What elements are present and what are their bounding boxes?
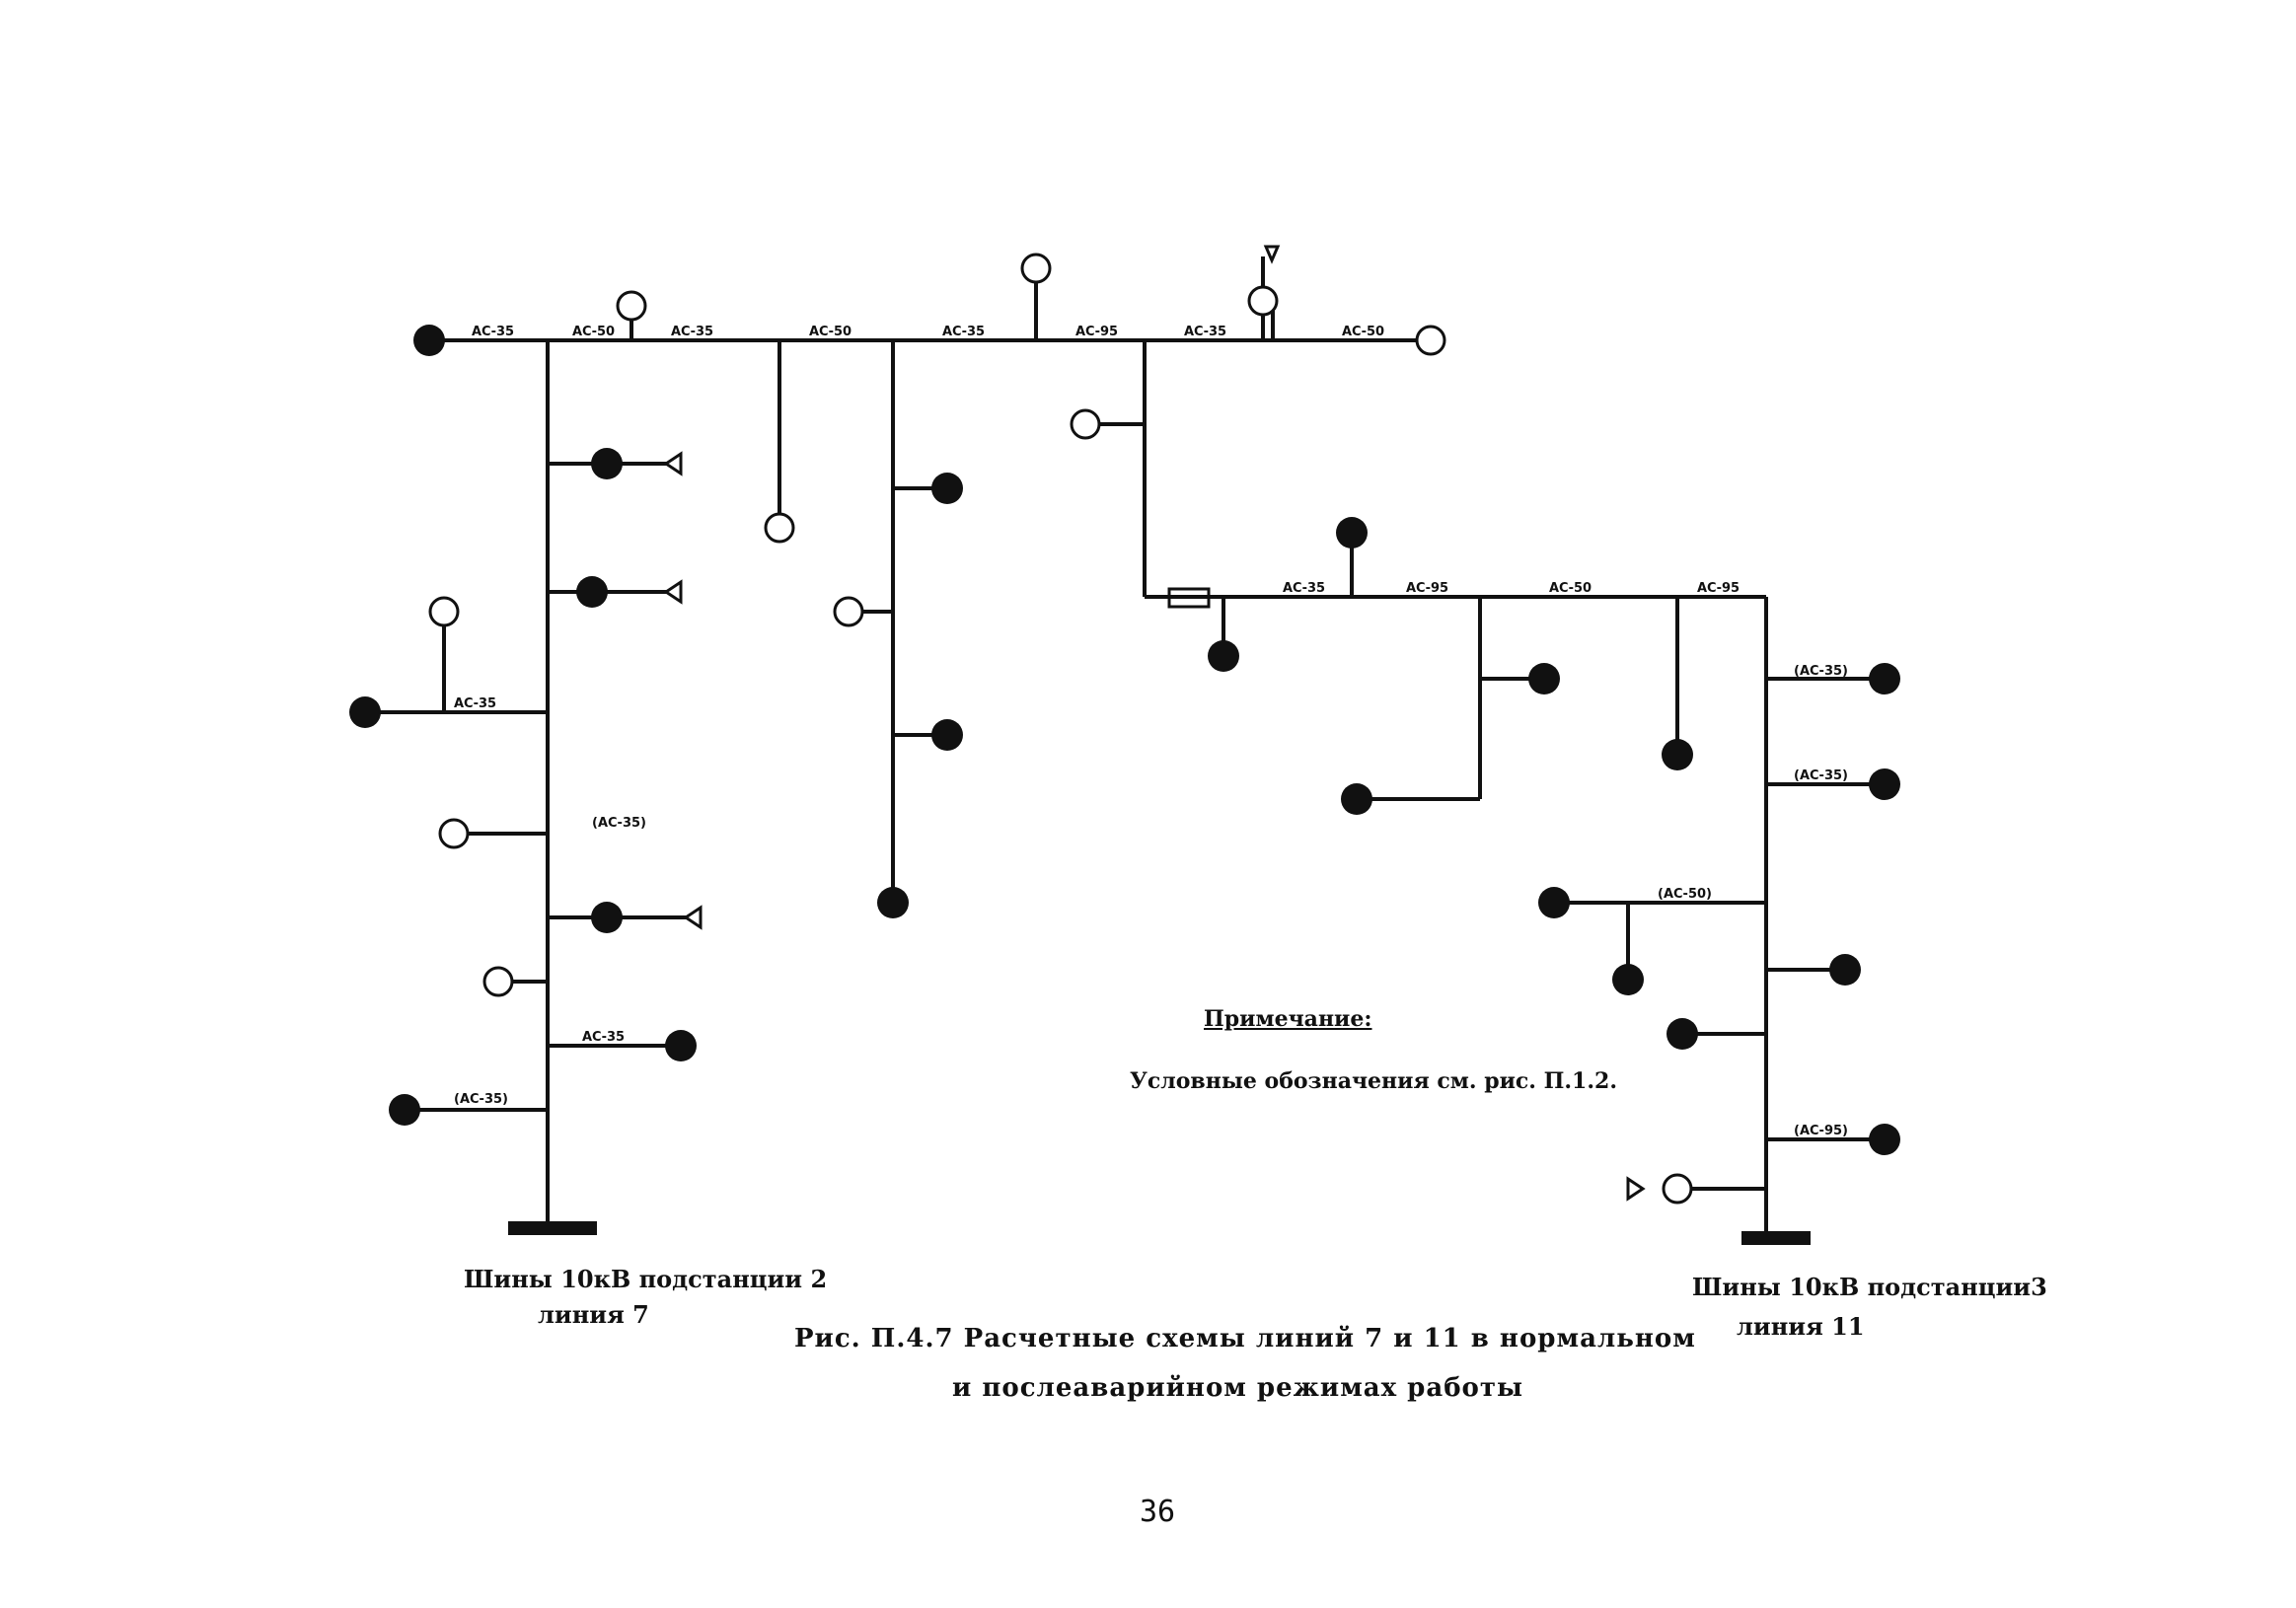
segment-label: АС-50 — [1342, 325, 1384, 339]
note-text: Условные обозначения см. рис. П.1.2. — [1130, 1068, 1617, 1094]
figure-caption-line2: и послеаварийном режимах работы — [952, 1373, 1524, 1403]
open-circle-icon — [616, 290, 647, 322]
filled-circle-icon — [349, 696, 381, 728]
filled-circle-icon — [1336, 517, 1368, 548]
triangle-icon — [683, 905, 703, 930]
bus-label-left-line1: Шины 10кВ подстанции 2 — [464, 1265, 828, 1293]
triangle-icon — [1263, 245, 1281, 264]
filled-circle-icon — [389, 1094, 420, 1126]
open-circle-icon — [482, 966, 514, 997]
segment-label: АС-50 — [809, 325, 852, 339]
figure-caption-line1: Рис. П.4.7 Расчетные схемы линий 7 и 11 … — [794, 1324, 1696, 1353]
filled-circle-icon — [576, 576, 608, 608]
filled-circle-icon — [1662, 739, 1693, 770]
filled-circle-icon — [1528, 663, 1560, 694]
triangle-icon — [1626, 1176, 1646, 1202]
bus-label-right-line1: Шины 10кВ подстанции3 — [1692, 1273, 2047, 1301]
loaded-nodes — [349, 325, 1900, 1155]
filled-circle-icon — [1538, 887, 1570, 918]
generators — [663, 245, 1646, 1202]
filled-circle-icon — [665, 1030, 697, 1061]
segment-label: АС-50 — [572, 325, 615, 339]
segment-label: АС-35 — [454, 696, 496, 711]
triangle-icon — [663, 451, 683, 476]
segment-labels: АС-35 АС-50 АС-35 АС-50 АС-35 АС-95 АС-3… — [454, 325, 1848, 1138]
filled-circle-icon — [1666, 1018, 1698, 1050]
filled-circle-icon — [1208, 640, 1239, 672]
open-circle-icon — [1662, 1173, 1693, 1205]
filled-circle-icon — [591, 448, 623, 479]
page-number: 36 — [1140, 1495, 1176, 1529]
filled-circle-icon — [1341, 783, 1372, 815]
segment-label: (АС-35) — [1794, 664, 1848, 679]
segment-label: АС-95 — [1075, 325, 1118, 339]
open-circle-icon — [1070, 408, 1101, 440]
open-circle-icon — [1247, 285, 1279, 317]
bus-label-left-line2: линия 7 — [538, 1300, 649, 1329]
segment-label: АС-95 — [1406, 581, 1448, 596]
segment-label: АС-35 — [1283, 581, 1325, 596]
bus-label-right-line2: линия 11 — [1737, 1312, 1865, 1341]
unloaded-nodes — [428, 253, 1693, 1205]
open-circle-icon — [1020, 253, 1052, 284]
segment-label: АС-95 — [1697, 581, 1740, 596]
filled-circle-icon — [1869, 663, 1900, 694]
segment-label: АС-35 — [582, 1030, 625, 1045]
segment-label: (АС-35) — [1794, 768, 1848, 783]
segment-label: (АС-50) — [1658, 887, 1712, 902]
filled-circle-icon — [877, 887, 909, 918]
segment-label: АС-35 — [472, 325, 514, 339]
filled-circle-icon — [591, 902, 623, 933]
filled-circle-icon — [1869, 768, 1900, 800]
segment-label: (АС-35) — [454, 1092, 508, 1107]
filled-circle-icon — [1869, 1124, 1900, 1155]
triangle-icon — [663, 579, 683, 605]
segment-label: АС-35 — [942, 325, 985, 339]
network-lines — [365, 256, 1885, 1245]
note-title: Примечание: — [1204, 1006, 1372, 1032]
open-circle-icon — [438, 818, 470, 849]
filled-circle-icon — [1612, 964, 1644, 995]
filled-circle-icon — [1829, 954, 1861, 986]
open-circle-icon — [1415, 325, 1446, 356]
filled-circle-icon — [413, 325, 445, 356]
open-circle-icon — [764, 512, 795, 544]
segment-label: АС-50 — [1549, 581, 1592, 596]
filled-circle-icon — [931, 473, 963, 504]
segment-label: (АС-95) — [1794, 1124, 1848, 1138]
open-circle-icon — [833, 596, 864, 627]
segment-label: АС-35 — [1184, 325, 1226, 339]
filled-circle-icon — [931, 719, 963, 751]
segment-label: (АС-35) — [592, 816, 646, 831]
open-circle-icon — [428, 596, 460, 627]
segment-label: АС-35 — [671, 325, 713, 339]
